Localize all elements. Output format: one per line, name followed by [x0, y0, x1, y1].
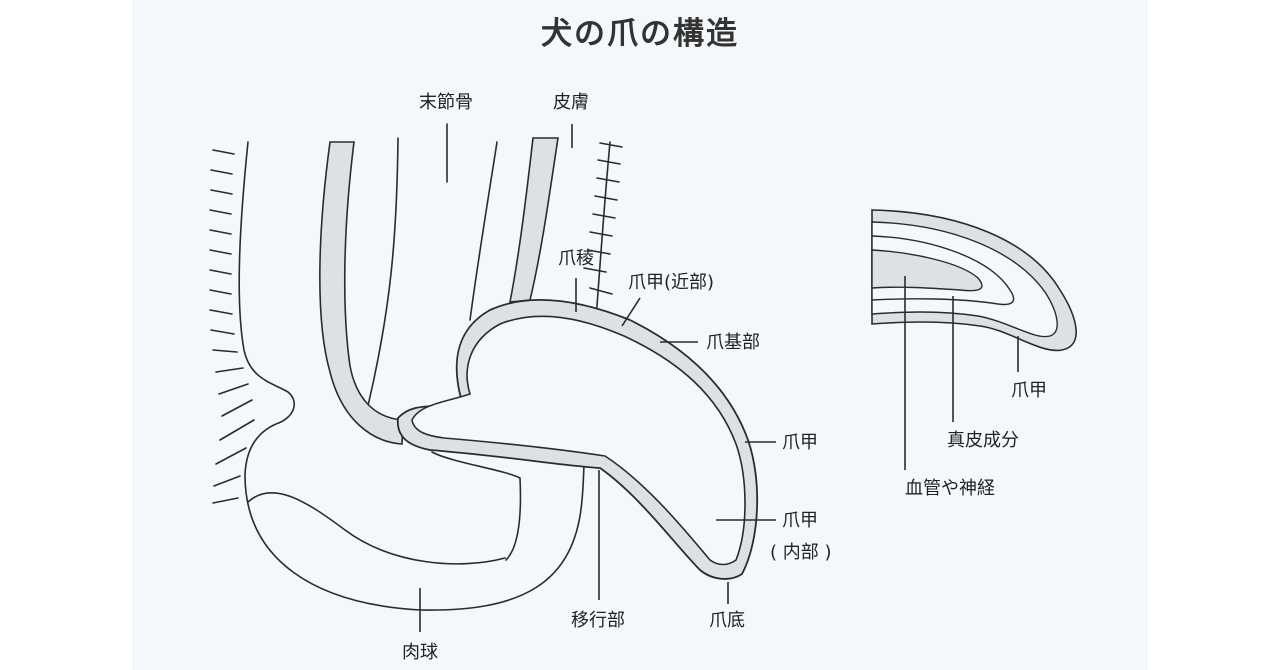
- label-claw-sole: 爪底: [709, 610, 745, 631]
- fur-hatch-left: [209, 149, 255, 504]
- label-claw-plate: 爪甲: [782, 432, 818, 453]
- label-paw-pad: 肉球: [402, 642, 438, 663]
- paw-pad-contour: [247, 492, 506, 565]
- label-detail-claw: 爪甲: [1011, 380, 1047, 401]
- label-claw-inner-2: ( 内部 ): [770, 542, 832, 563]
- label-skin: 皮膚: [553, 92, 589, 113]
- page-title: 犬の爪の構造: [541, 16, 739, 52]
- detail-dermis-line: [871, 235, 1015, 306]
- claw-proximal-pointer: [621, 297, 641, 327]
- corium-band: [319, 141, 404, 445]
- claw-inner: [411, 315, 746, 566]
- fur-hatch-right: [583, 142, 623, 295]
- label-dermis: 真皮成分: [947, 430, 1019, 451]
- corium-band-right: [509, 137, 559, 303]
- distal-phalanx-right: [469, 141, 498, 321]
- label-vessels-nerves: 血管や神経: [905, 478, 995, 499]
- label-claw-base: 爪基部: [706, 332, 760, 353]
- detail-vessel-fill: [871, 249, 983, 292]
- label-claw-inner-1: 爪甲: [782, 510, 818, 531]
- label-distal-phalanx: 末節骨: [419, 92, 473, 113]
- label-claw-proximal: 爪甲(近部): [628, 272, 714, 293]
- phalanx-lower-contour: [431, 451, 522, 561]
- distal-phalanx-left: [363, 137, 399, 423]
- label-claw-fold: 爪稜: [558, 248, 594, 269]
- label-transition: 移行部: [571, 610, 625, 631]
